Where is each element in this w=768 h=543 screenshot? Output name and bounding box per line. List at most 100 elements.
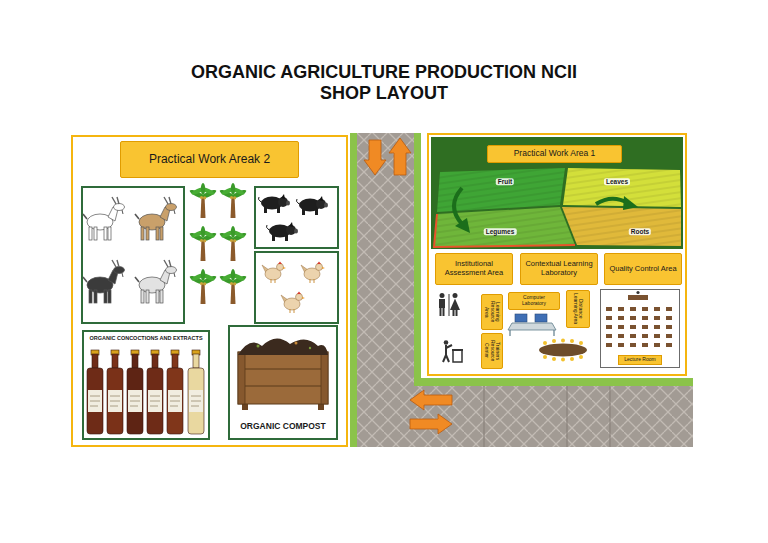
plot-label: Legumes bbox=[484, 228, 517, 235]
lecture-seats bbox=[642, 325, 648, 329]
crop-field bbox=[563, 168, 681, 207]
area-box: Institutional Assessment Area bbox=[435, 253, 513, 285]
lecture-seats bbox=[666, 325, 672, 329]
lecture-seats bbox=[666, 334, 672, 338]
crop-field bbox=[596, 199, 628, 204]
restroom-icon bbox=[449, 294, 450, 316]
area-box: Learning Resource Area bbox=[481, 294, 503, 330]
road bbox=[484, 386, 610, 447]
lecture-seats bbox=[654, 343, 660, 347]
lecture-seats bbox=[606, 343, 612, 347]
crop-field bbox=[562, 207, 681, 246]
pig-pen bbox=[266, 222, 298, 241]
compost-crate bbox=[238, 338, 328, 410]
conference-table bbox=[570, 357, 574, 361]
lecture-seats bbox=[618, 316, 624, 320]
compost-crate bbox=[238, 369, 328, 386]
goat-pen bbox=[83, 197, 125, 240]
compost-crate bbox=[238, 352, 328, 404]
lecture-seats bbox=[606, 307, 672, 347]
heading-badge: Practical Work Areak 2 bbox=[120, 141, 299, 178]
lecture-seats bbox=[606, 334, 612, 338]
work-area-1-ground bbox=[429, 135, 685, 374]
concoction-bottles bbox=[188, 350, 204, 434]
palm-trees bbox=[219, 183, 248, 218]
lecture-seats bbox=[630, 343, 636, 347]
crop-field bbox=[431, 137, 683, 249]
crop-field bbox=[562, 207, 681, 246]
pig-pen bbox=[255, 187, 338, 248]
goat-pen bbox=[135, 197, 177, 240]
area-box: Quality Control Area bbox=[604, 253, 682, 285]
lecture-seats bbox=[642, 334, 648, 338]
goat-pen bbox=[83, 260, 125, 303]
conference-table bbox=[539, 344, 587, 357]
compost-crate bbox=[321, 352, 328, 404]
area-label: Lecture Room bbox=[618, 355, 661, 365]
compost-crate bbox=[238, 338, 328, 355]
road bbox=[350, 133, 693, 447]
crop-field bbox=[623, 196, 638, 210]
direction-arrows bbox=[364, 140, 386, 175]
lecture-seats bbox=[618, 343, 624, 347]
plot-label: Leaves bbox=[604, 178, 630, 185]
conference-table bbox=[552, 357, 556, 361]
concoction-bottles bbox=[107, 350, 123, 434]
work-area-2-ground bbox=[73, 137, 346, 445]
work-area-2-ground bbox=[73, 137, 346, 445]
pig-pen bbox=[255, 187, 338, 248]
lecture-seats bbox=[628, 295, 648, 300]
restroom-icon bbox=[440, 293, 445, 298]
conference-table bbox=[579, 355, 583, 359]
crop-field bbox=[437, 168, 565, 212]
trash-icon bbox=[453, 350, 462, 362]
chicken-pen bbox=[262, 262, 286, 284]
lecture-seats bbox=[666, 307, 672, 311]
lecture-seats bbox=[654, 334, 660, 338]
restroom-icon bbox=[439, 299, 445, 308]
goat-pen bbox=[82, 187, 184, 323]
lecture-seats bbox=[606, 316, 612, 320]
palm-trees bbox=[219, 269, 248, 304]
lecture-seats bbox=[654, 316, 660, 320]
compost-crate bbox=[309, 347, 311, 349]
lecture-seats bbox=[666, 343, 672, 347]
lecture-seats bbox=[642, 343, 648, 347]
goat-pen bbox=[135, 260, 177, 303]
direction-arrows bbox=[410, 390, 452, 410]
restroom-icon bbox=[450, 299, 460, 311]
work-area-1-ground bbox=[429, 135, 685, 374]
lecture-seats bbox=[618, 307, 624, 311]
goat-pen bbox=[82, 187, 184, 323]
work-area-panel: Institutional Assessment AreaContextual … bbox=[427, 133, 687, 376]
conference-table bbox=[579, 341, 583, 345]
restroom-icon bbox=[443, 308, 445, 316]
trash-icon bbox=[444, 340, 449, 345]
area-heading: Practical Work Areak 2 bbox=[149, 153, 270, 167]
lecture-seats bbox=[642, 307, 648, 311]
chicken-pen bbox=[281, 292, 305, 314]
concoction-bottles bbox=[167, 350, 183, 434]
computer-desk bbox=[508, 314, 556, 336]
palm-trees bbox=[189, 183, 218, 218]
crop-field bbox=[563, 168, 681, 207]
concoction-bottles bbox=[147, 350, 163, 434]
area-box: Trainers Resource Center bbox=[481, 333, 503, 369]
palm-trees bbox=[219, 226, 248, 261]
computer-desk bbox=[515, 314, 527, 322]
lecture-room: Lecture Room bbox=[600, 289, 680, 368]
computer-desk bbox=[508, 323, 556, 330]
crop-field bbox=[431, 137, 683, 249]
trash-icon bbox=[452, 349, 463, 351]
area-box: Distance Learning Area bbox=[566, 290, 590, 328]
lecture-seats bbox=[618, 334, 624, 338]
compost-crate bbox=[295, 342, 298, 345]
compost-crate bbox=[238, 352, 245, 404]
road bbox=[357, 133, 414, 447]
trash-icon bbox=[443, 340, 463, 362]
area-label: ORGANIC COMPOST bbox=[240, 422, 325, 432]
lecture-seats bbox=[666, 316, 672, 320]
restroom-icon bbox=[456, 310, 458, 316]
road bbox=[350, 133, 357, 447]
